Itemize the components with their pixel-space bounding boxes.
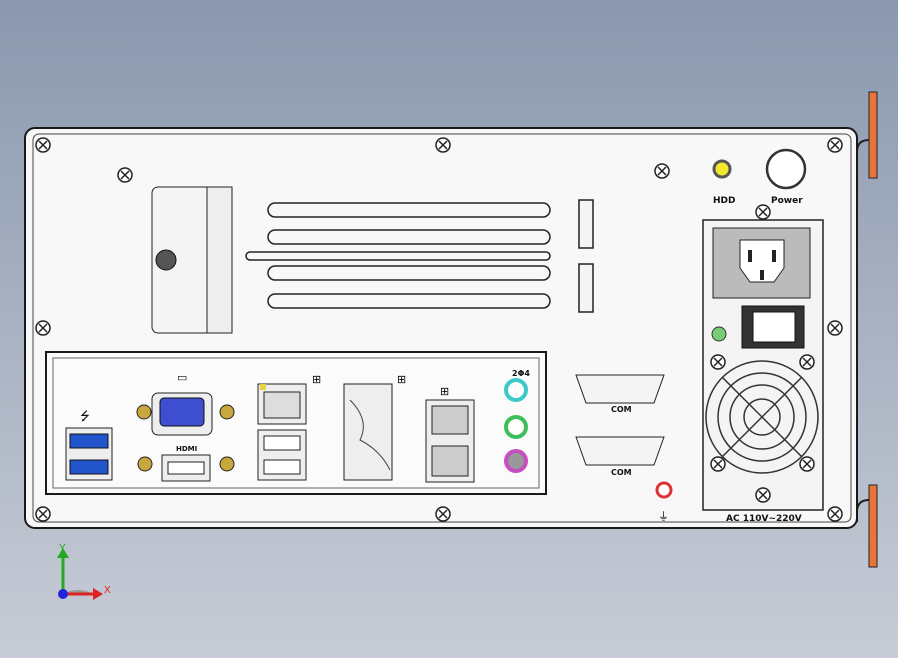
ac-power-inlet[interactable]: [712, 227, 811, 299]
screw-cross-icon: [438, 140, 448, 150]
power-switch[interactable]: [741, 305, 805, 349]
hdmi-label: HDMI: [176, 445, 197, 453]
axis-x-label: X: [104, 585, 111, 596]
audio-mic-jack[interactable]: [504, 449, 528, 473]
monitor-icon: ▭: [177, 372, 187, 384]
vga-port[interactable]: [136, 392, 235, 436]
audio-label: 2Φ4: [512, 369, 530, 378]
com-port-2[interactable]: [575, 436, 665, 466]
screw-cross-icon: [802, 459, 812, 469]
power-button[interactable]: [765, 148, 807, 190]
lan-usb-port-2[interactable]: [343, 383, 393, 481]
network-icon: ⊞: [440, 386, 449, 398]
com-port-1[interactable]: [575, 374, 665, 404]
screw-cross-icon: [713, 357, 723, 367]
hdd-led: [712, 159, 732, 179]
audio-line-out-jack[interactable]: [504, 415, 528, 439]
mounting-bracket-top: [856, 91, 878, 179]
fan-grille: [705, 360, 819, 474]
screw-cross-icon: [38, 323, 48, 333]
usb-icon: ⭍: [80, 409, 90, 423]
mounting-bracket-bottom: [856, 484, 878, 568]
hdd-label: HDD: [713, 196, 735, 206]
screw-cross-icon: [438, 509, 448, 519]
screw-cross-icon: [830, 323, 840, 333]
screw-cross-icon: [713, 459, 723, 469]
screw-cross-icon: [758, 207, 768, 217]
network-icon: ⊞: [312, 374, 321, 386]
com-label-1: COM: [611, 405, 632, 414]
axis-y-label: Y: [59, 543, 66, 554]
screw-cross-icon: [120, 170, 130, 180]
screw-cross-icon: [830, 140, 840, 150]
hdmi-port[interactable]: [137, 454, 235, 482]
screw-cross-icon: [657, 166, 667, 176]
screw-cross-icon: [38, 509, 48, 519]
reset-button[interactable]: [655, 481, 673, 499]
network-icon: ⊞: [397, 374, 406, 386]
lan-usb-port-1[interactable]: [257, 383, 307, 481]
usb-ports-left[interactable]: [65, 427, 113, 481]
screw-cross-icon: [830, 509, 840, 519]
com-label-2: COM: [611, 468, 632, 477]
psu-led: [711, 326, 727, 342]
screw-cross-icon: [758, 490, 768, 500]
lan-usb-port-3[interactable]: [425, 399, 475, 483]
screw-cross-icon: [802, 357, 812, 367]
ac-voltage-label: AC 110V~220V: [726, 514, 802, 524]
expansion-slots: [245, 199, 594, 313]
ground-icon: ⏚: [658, 510, 669, 523]
expansion-card-bracket: [151, 186, 233, 334]
axis-triad: [57, 548, 103, 600]
power-label: Power: [771, 196, 803, 206]
screw-cross-icon: [38, 140, 48, 150]
audio-line-in-jack[interactable]: [504, 378, 528, 402]
